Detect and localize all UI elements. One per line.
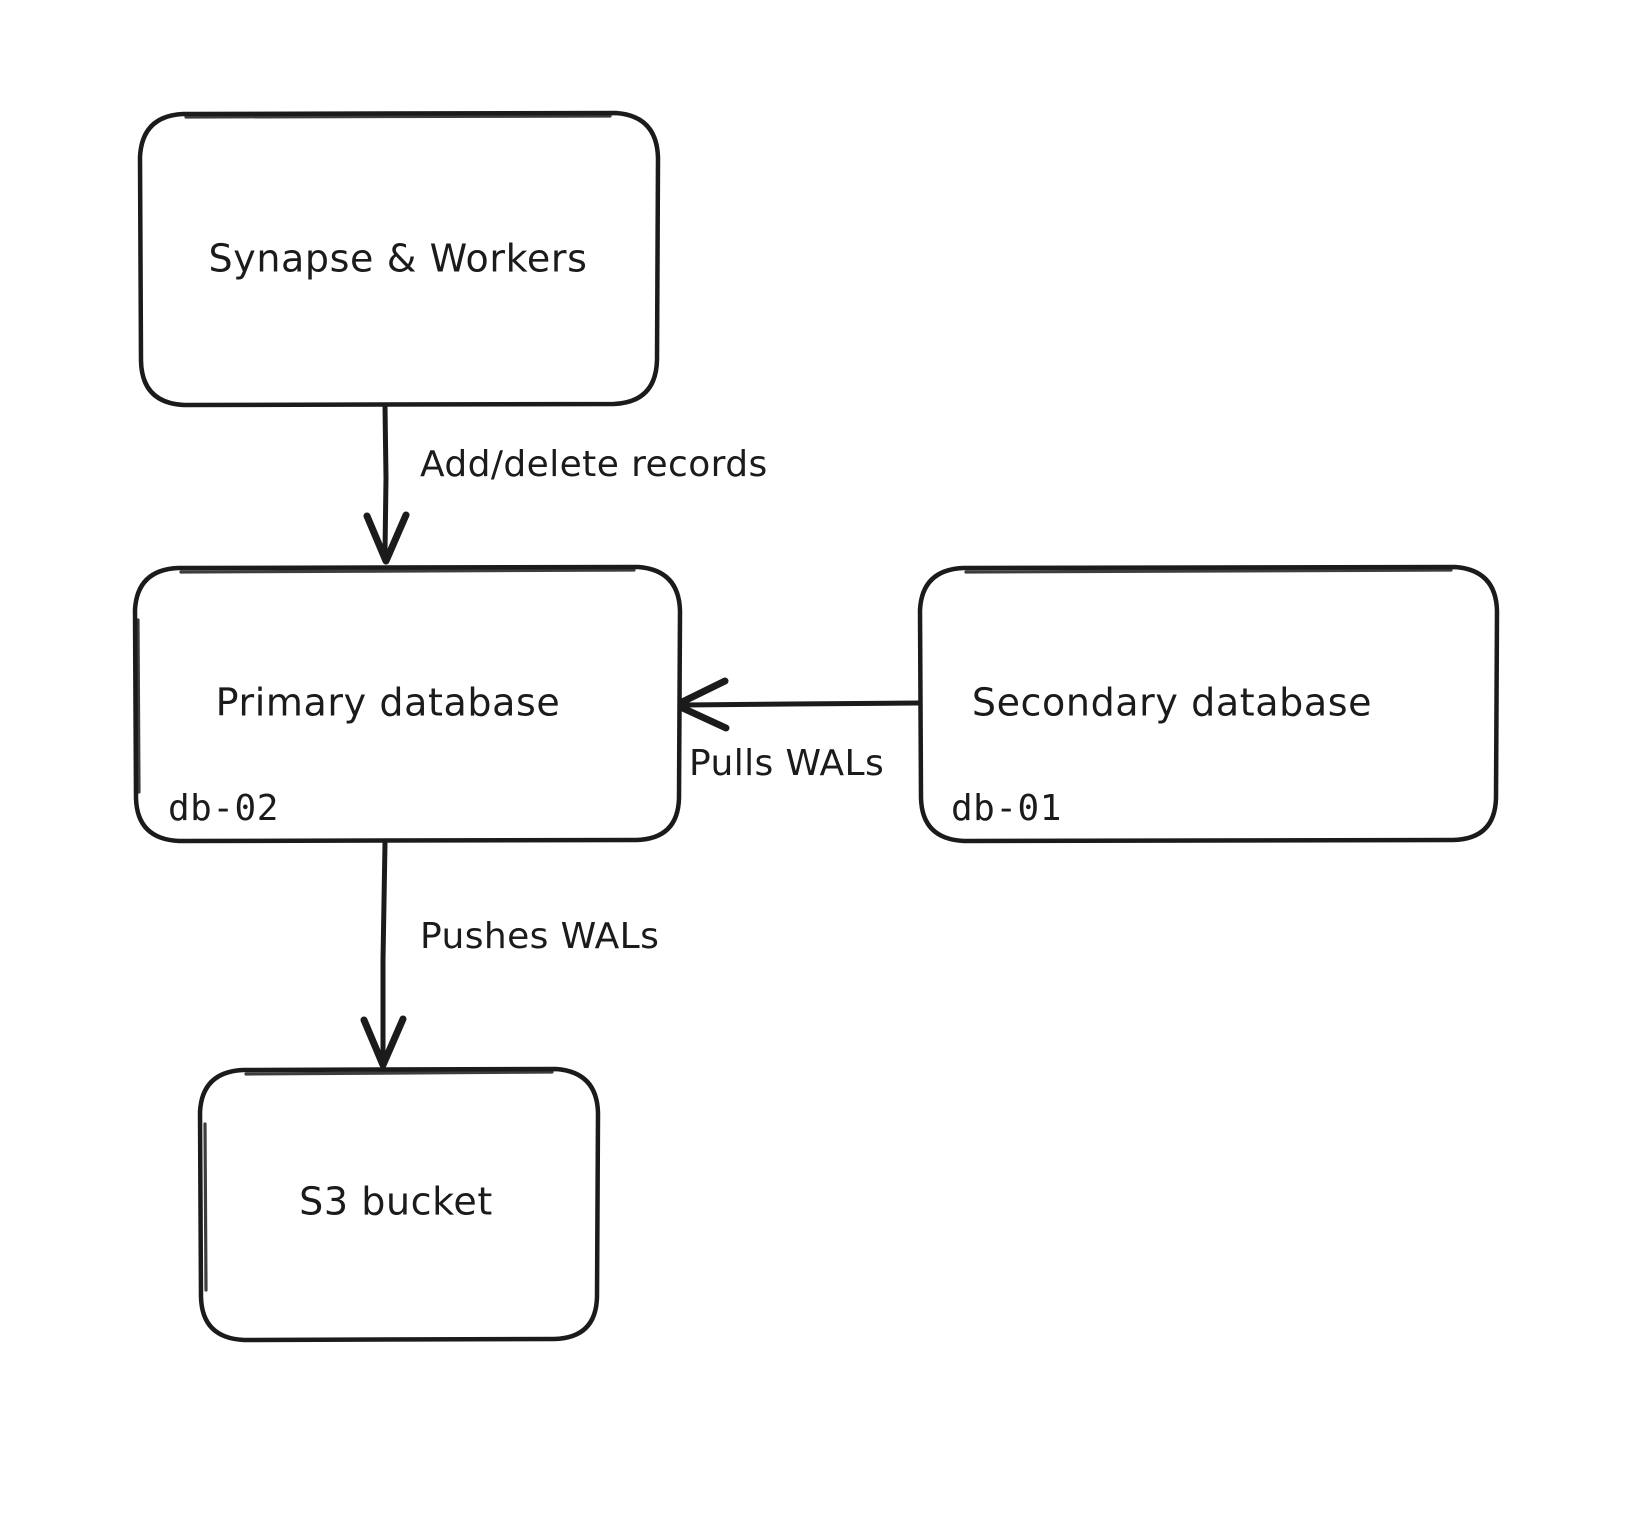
- node-s3-bucket-sketch: [203, 1070, 554, 1292]
- node-primary-database-sketch: [136, 568, 636, 794]
- edge-label-pulls-wals: Pulls WALs: [689, 743, 884, 784]
- node-primary-database-label: Primary database: [216, 681, 561, 725]
- node-synapse-workers-shape: [137, 110, 661, 408]
- node-secondary-database-sketch: [964, 568, 1453, 574]
- edge-line-add-delete-records: [382, 403, 389, 555]
- edge-primary-to-s3: [360, 840, 407, 1069]
- node-primary-database[interactable]: Primary database db-02: [132, 564, 683, 844]
- node-secondary-database[interactable]: Secondary database db-01: [917, 564, 1500, 844]
- arrowhead-down-s3: [360, 1015, 407, 1069]
- node-s3-bucket-label: S3 bucket: [299, 1180, 493, 1224]
- node-s3-bucket[interactable]: S3 bucket: [197, 1066, 601, 1343]
- node-secondary-database-sublabel: db-01: [951, 788, 1062, 829]
- node-s3-bucket-shape: [197, 1066, 601, 1343]
- edge-synapse-to-primary: [363, 403, 410, 565]
- edge-line-pulls-wals: [682, 700, 921, 708]
- edge-line-pushes-wals: [380, 840, 388, 1059]
- node-primary-database-sublabel: db-02: [168, 788, 279, 829]
- edge-secondary-to-primary: [672, 677, 921, 732]
- edge-label-add-delete-records: Add/delete records: [420, 444, 768, 485]
- node-primary-database-shape: [132, 564, 683, 844]
- node-secondary-database-shape: [917, 564, 1500, 844]
- node-synapse-workers-label: Synapse & Workers: [209, 237, 588, 281]
- node-secondary-database-label: Secondary database: [972, 681, 1372, 725]
- node-synapse-workers-sketch: [184, 114, 612, 119]
- arrowhead-down-primary: [363, 511, 410, 565]
- edge-label-pushes-wals: Pushes WALs: [420, 916, 659, 957]
- node-synapse-workers[interactable]: Synapse & Workers: [137, 110, 661, 408]
